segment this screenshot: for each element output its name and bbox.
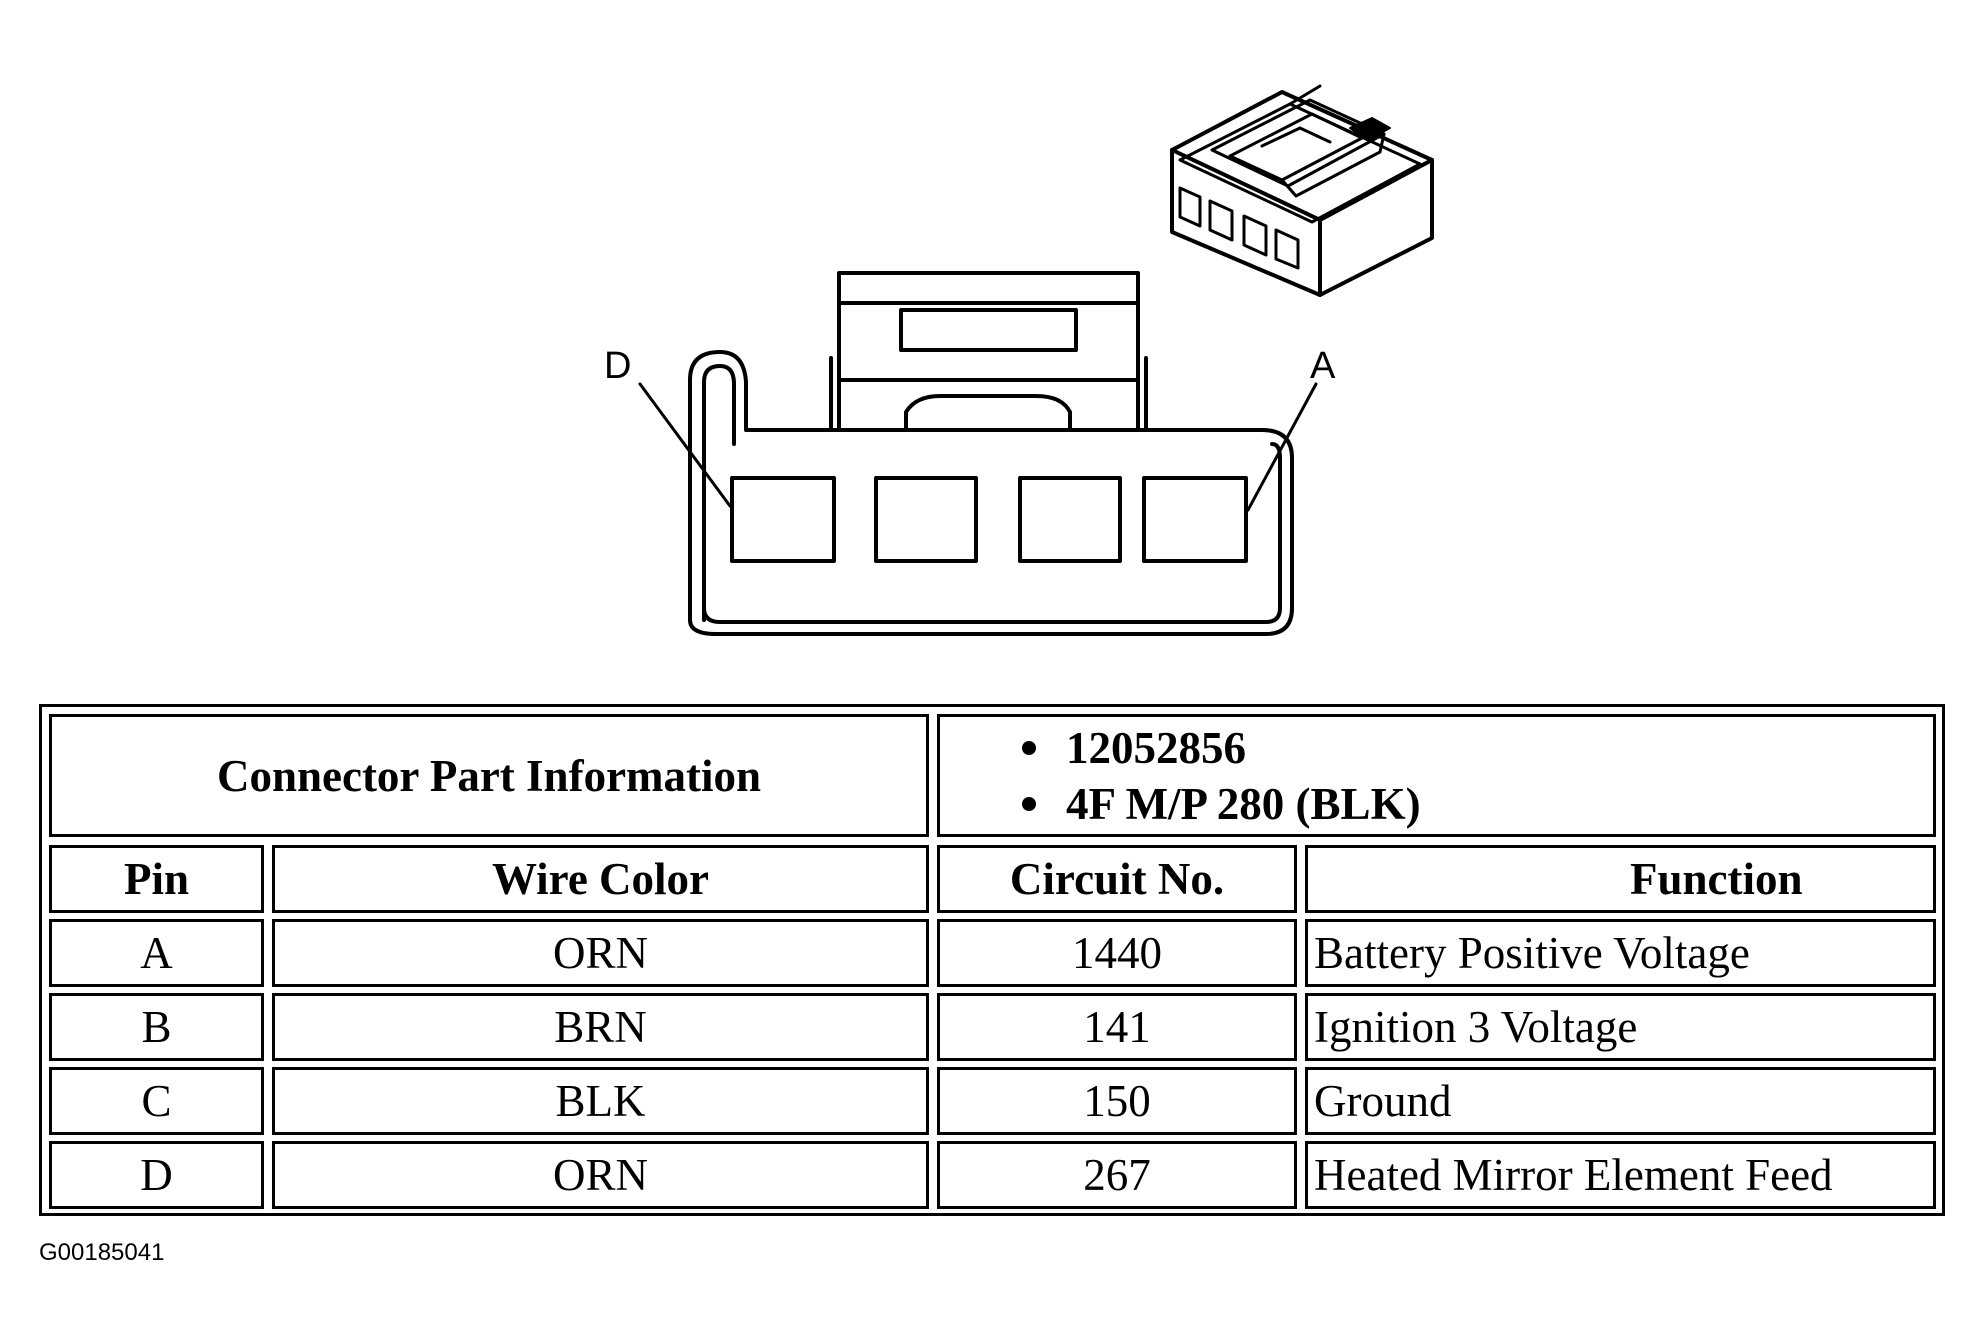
table-row-circuit-no: 150	[937, 1067, 1297, 1135]
pin-label-a: A	[1310, 345, 1336, 387]
table-row-pin: A	[49, 919, 264, 987]
header-wire-color: Wire Color	[272, 845, 929, 913]
table-row-function: Battery Positive Voltage	[1305, 919, 1936, 987]
table-row-pin: B	[49, 993, 264, 1061]
connector-info-table: Connector Part Information 12052856 4F M…	[39, 704, 1945, 1216]
cavity-c	[874, 476, 978, 563]
part-info-label: Connector Part Information	[49, 714, 929, 837]
bullet-icon	[1022, 796, 1036, 811]
part-number-item: 4F M/P 280 (BLK)	[1022, 776, 1421, 832]
cavity-d	[730, 476, 836, 563]
table-row-function: Ground	[1305, 1067, 1936, 1135]
header-pin: Pin	[49, 845, 264, 913]
table-row-circuit-no: 1440	[937, 919, 1297, 987]
header-circuit-no: Circuit No.	[937, 845, 1297, 913]
connector-diagram: D A	[604, 84, 1434, 636]
part-number-item: 12052856	[1022, 720, 1246, 776]
table-row-circuit-no: 267	[937, 1141, 1297, 1209]
leader-line-a	[1246, 382, 1318, 512]
table-row-wire-color: BLK	[272, 1067, 929, 1135]
cavity-b	[1018, 476, 1122, 563]
table-row-wire-color: ORN	[272, 1141, 929, 1209]
table-row-circuit-no: 141	[937, 993, 1297, 1061]
header-function: Function	[1305, 845, 1936, 913]
figure-code: G00185041	[39, 1239, 165, 1266]
part-numbers: 12052856 4F M/P 280 (BLK)	[937, 714, 1936, 837]
connector-face-view	[638, 271, 1318, 636]
pin-label-d: D	[604, 345, 631, 387]
table-row-wire-color: BRN	[272, 993, 929, 1061]
table-row-pin: C	[49, 1067, 264, 1135]
table-row-pin: D	[49, 1141, 264, 1209]
table-row-wire-color: ORN	[272, 919, 929, 987]
table-row-function: Heated Mirror Element Feed	[1305, 1141, 1936, 1209]
table-row-function: Ignition 3 Voltage	[1305, 993, 1936, 1061]
connector-3d-view	[1170, 84, 1434, 297]
leader-line-d	[638, 382, 732, 508]
cavity-a	[1142, 476, 1248, 563]
bullet-icon	[1022, 740, 1036, 755]
